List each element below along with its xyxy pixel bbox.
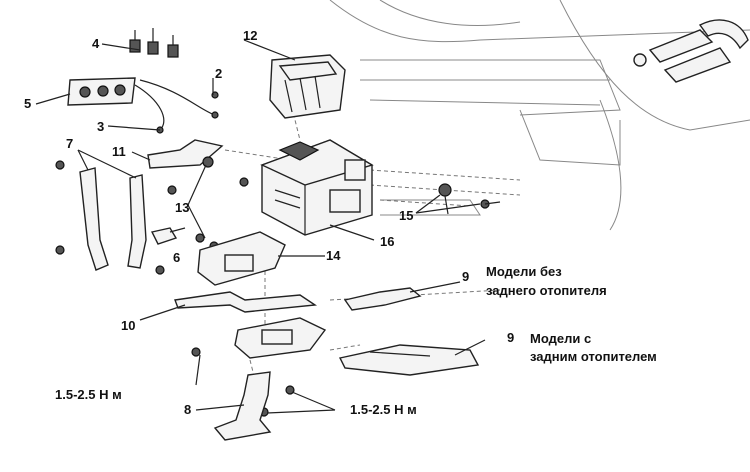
- callout-8: 8: [184, 402, 191, 417]
- part-5-control-panel: [67, 77, 136, 106]
- callout-4: 4: [92, 36, 100, 51]
- part-7-brackets: [79, 167, 147, 271]
- part-8-lower-duct: [213, 371, 272, 441]
- torque-spec-right: 1.5-2.5 Н м: [350, 402, 417, 417]
- torque-spec-left: 1.5-2.5 Н м: [55, 387, 122, 402]
- callout-15: 15: [399, 208, 413, 223]
- vehicle-body-outline: [329, 0, 750, 231]
- heater-hoses: [633, 19, 749, 83]
- callout-5: 5: [24, 96, 31, 111]
- callout-11: 11: [112, 144, 126, 159]
- callout-9-without-rear: 9: [462, 269, 469, 284]
- part-6-sensor: [150, 227, 186, 245]
- distribution-unit: [234, 317, 327, 359]
- part-14-tray: [197, 231, 286, 286]
- part-9-duct-with-rear: [338, 344, 480, 376]
- part-16-heater-unit: [260, 139, 374, 236]
- callout-6: 6: [173, 250, 180, 265]
- part-9-duct-without-rear: [343, 287, 422, 311]
- note-without-rear-heater-line1: Модели без: [486, 264, 562, 279]
- callout-14: 14: [326, 248, 341, 263]
- callout-16: 16: [380, 234, 394, 249]
- note-without-rear-heater-line2: заднего отопителя: [486, 283, 607, 298]
- part-4-connectors: [129, 28, 179, 58]
- part-10-bracket: [174, 291, 318, 313]
- callout-7: 7: [66, 136, 73, 151]
- callout-10: 10: [121, 318, 135, 333]
- callout-9-with-rear: 9: [507, 330, 514, 345]
- parts-2-3-cables: [134, 79, 219, 134]
- callout-3: 3: [97, 119, 104, 134]
- callout-13: 13: [175, 200, 189, 215]
- callout-12: 12: [243, 28, 257, 43]
- leader-lines: [35, 39, 486, 414]
- part-12-duct: [269, 54, 346, 119]
- note-with-rear-heater-line1: Модели с: [530, 331, 591, 346]
- note-with-rear-heater-line2: задним отопителем: [530, 349, 657, 364]
- callout-2: 2: [215, 66, 222, 81]
